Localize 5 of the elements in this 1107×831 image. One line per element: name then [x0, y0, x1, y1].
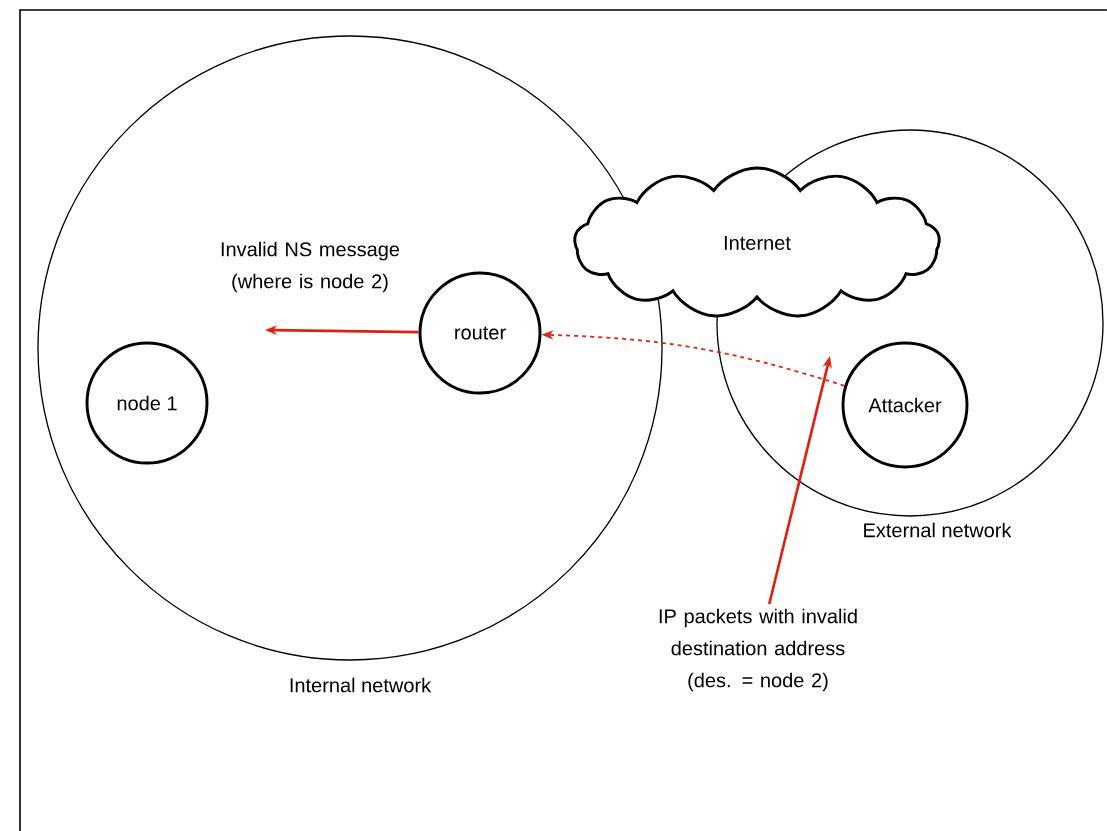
- internet-cloud: Internet: [573, 166, 941, 318]
- network-label: Internal network: [290, 677, 432, 693]
- edge-label: Invalid NS message (where is node 2): [221, 241, 400, 293]
- network-label: External network: [864, 522, 1012, 538]
- callout-text: IP packets with invalid destination address (des. = node 2): [659, 608, 857, 692]
